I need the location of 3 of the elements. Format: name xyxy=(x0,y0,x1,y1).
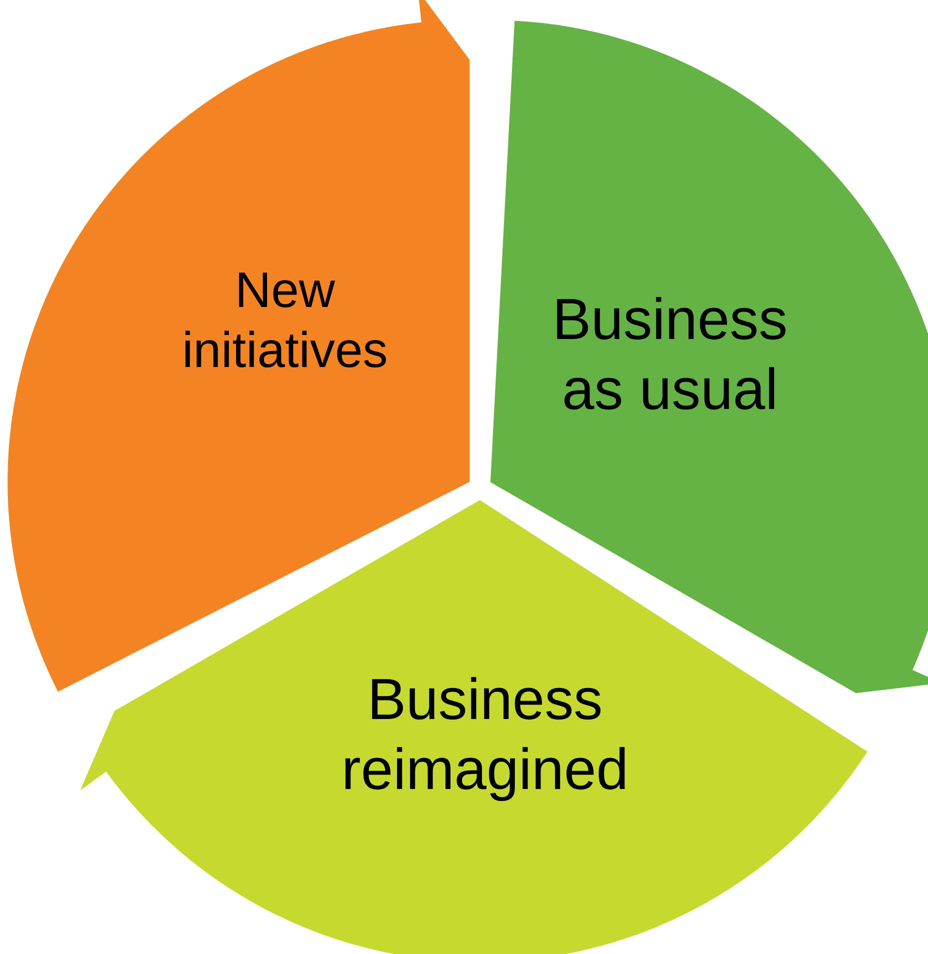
segment-label: Business as usual xyxy=(551,286,789,424)
segment-label: New initiatives xyxy=(181,261,389,380)
segment-label: Business reimagined xyxy=(340,666,630,804)
